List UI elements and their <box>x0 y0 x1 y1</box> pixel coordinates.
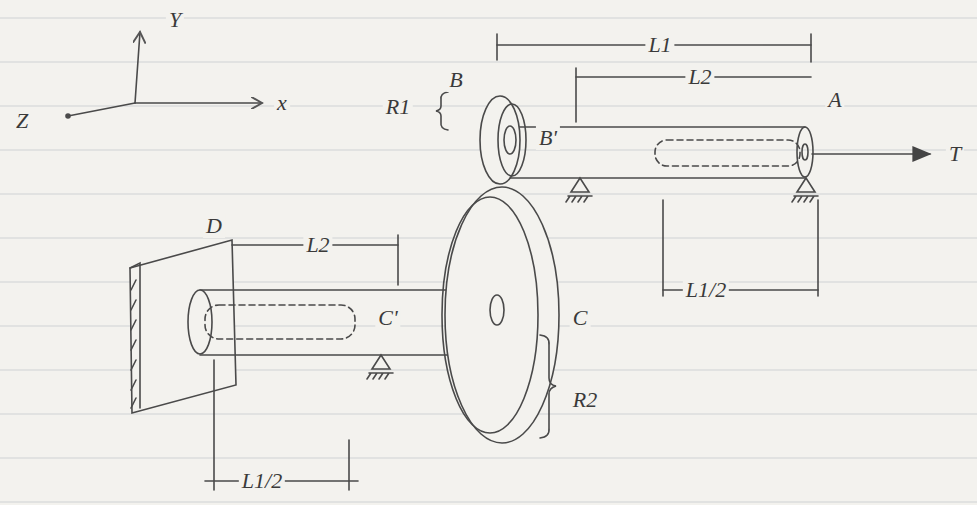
dimension-label: L1/2 <box>239 469 285 493</box>
radius-label: R1 <box>383 95 413 119</box>
axis-label: Z <box>13 109 31 133</box>
axis-label: Y <box>166 8 184 32</box>
support-label: B' <box>536 126 560 150</box>
axis-label: x <box>274 91 290 115</box>
support-label: C' <box>375 306 400 330</box>
part-label: B <box>446 68 465 92</box>
dimension-label: L2 <box>303 233 332 257</box>
point-label: A <box>825 88 844 112</box>
dimension-label: L1/2 <box>683 278 729 302</box>
part-label: C <box>570 306 591 330</box>
dimension-label: L1 <box>645 33 674 57</box>
dimension-label: L2 <box>685 65 714 89</box>
part-label: D <box>203 214 225 238</box>
load-label: T <box>946 142 964 166</box>
radius-label: R2 <box>570 388 600 412</box>
